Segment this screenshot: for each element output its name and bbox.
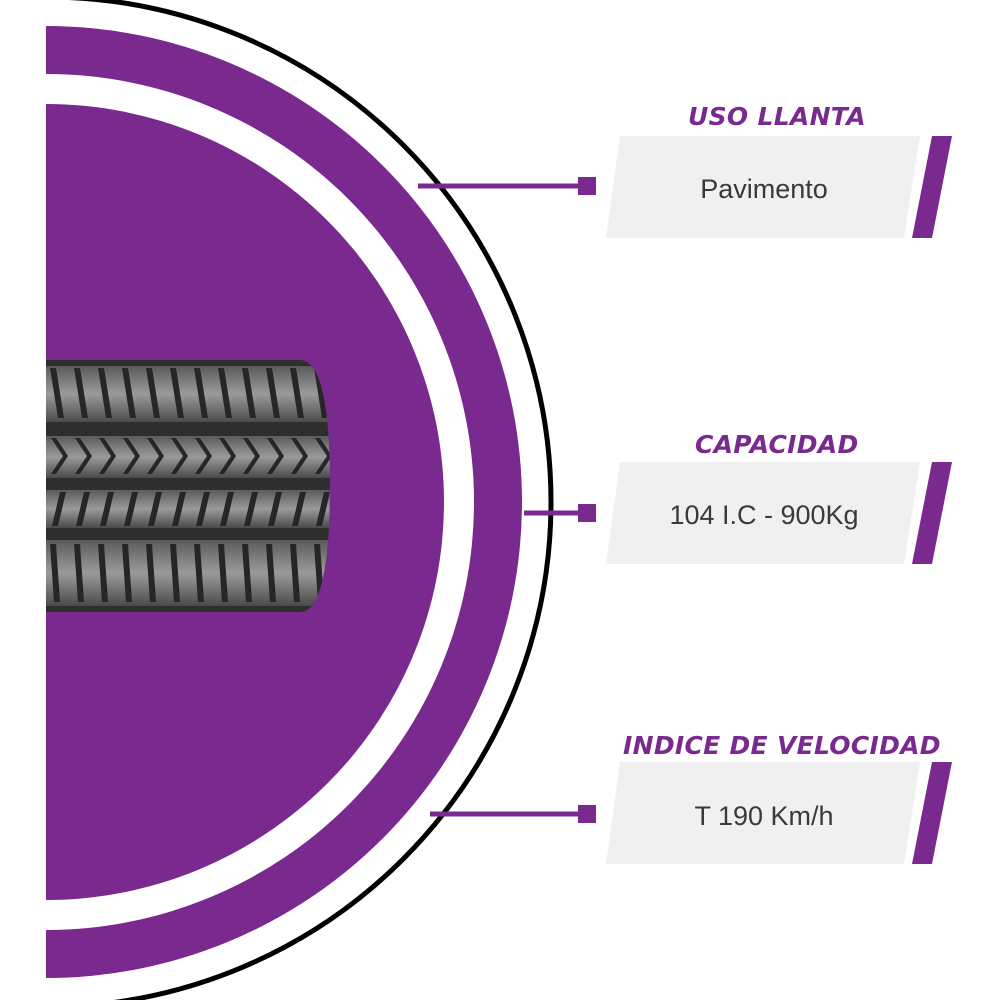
tread-groove — [51, 438, 68, 474]
tread-groove — [171, 438, 188, 474]
tread-groove — [122, 544, 132, 602]
panel-uso-llanta — [606, 136, 952, 238]
tread-groove — [123, 438, 140, 474]
connector-uso-llanta — [418, 177, 596, 195]
left-white-margin — [0, 0, 46, 1000]
tread-groove — [172, 492, 186, 526]
tire-tread-icon — [46, 360, 330, 612]
tread-groove — [75, 438, 92, 474]
tread-groove — [98, 544, 108, 602]
connector-capacidad — [524, 504, 596, 522]
spec-title-uso-llanta: USO LLANTA — [688, 102, 866, 131]
outer-black-ring — [0, 0, 554, 1000]
tread-groove — [290, 368, 304, 418]
tread-groove — [218, 368, 232, 418]
tread-groove — [170, 368, 184, 418]
tread-groove — [122, 368, 136, 418]
tread-groove — [242, 368, 256, 418]
tread-groove — [291, 438, 308, 474]
tread-groove — [219, 438, 236, 474]
tread-groove — [315, 438, 330, 474]
tread-groove — [242, 544, 252, 602]
tread-groove — [266, 368, 280, 418]
tread-groove — [74, 368, 88, 418]
tread-groove — [268, 492, 282, 526]
tread-groove — [146, 544, 156, 602]
tread-groove — [74, 544, 84, 602]
tread-groove — [244, 492, 258, 526]
tread-groove — [218, 544, 228, 602]
panel-capacidad — [606, 462, 952, 564]
tread-groove — [195, 438, 212, 474]
tread-groove — [76, 492, 90, 526]
tread-groove — [314, 368, 328, 418]
spec-title-capacidad: CAPACIDAD — [695, 430, 859, 459]
tread-groove — [316, 492, 330, 526]
tread-groove — [50, 544, 60, 602]
tread-groove — [170, 544, 180, 602]
tread-groove — [147, 438, 164, 474]
tread-groove — [52, 492, 66, 526]
spec-value-capacidad: 104 I.C - 900Kg — [669, 500, 859, 530]
tread-groove — [196, 492, 210, 526]
tread-groove — [148, 492, 162, 526]
spec-value-uso-llanta: Pavimento — [700, 174, 828, 204]
spec-title-indice-velocidad: INDICE DE VELOCIDAD — [623, 731, 941, 760]
tread-groove — [292, 492, 306, 526]
tread-groove — [100, 492, 114, 526]
tread-groove — [243, 438, 260, 474]
accent-slash — [912, 462, 952, 564]
tread-groove — [220, 492, 234, 526]
tread-groove — [194, 368, 208, 418]
accent-slash — [912, 762, 952, 864]
panel-indice-velocidad — [606, 762, 952, 864]
connector-indice-velocidad — [430, 805, 596, 823]
tread-groove — [99, 438, 116, 474]
tread-groove — [267, 438, 284, 474]
tread-groove — [98, 368, 112, 418]
tread-groove — [194, 544, 204, 602]
spec-value-indice-velocidad: T 190 Km/h — [694, 801, 834, 831]
accent-slash — [912, 136, 952, 238]
tread-groove — [146, 368, 160, 418]
tread-groove — [50, 368, 64, 418]
tread-groove — [124, 492, 138, 526]
tread-groove — [266, 544, 276, 602]
tread-groove — [290, 544, 300, 602]
